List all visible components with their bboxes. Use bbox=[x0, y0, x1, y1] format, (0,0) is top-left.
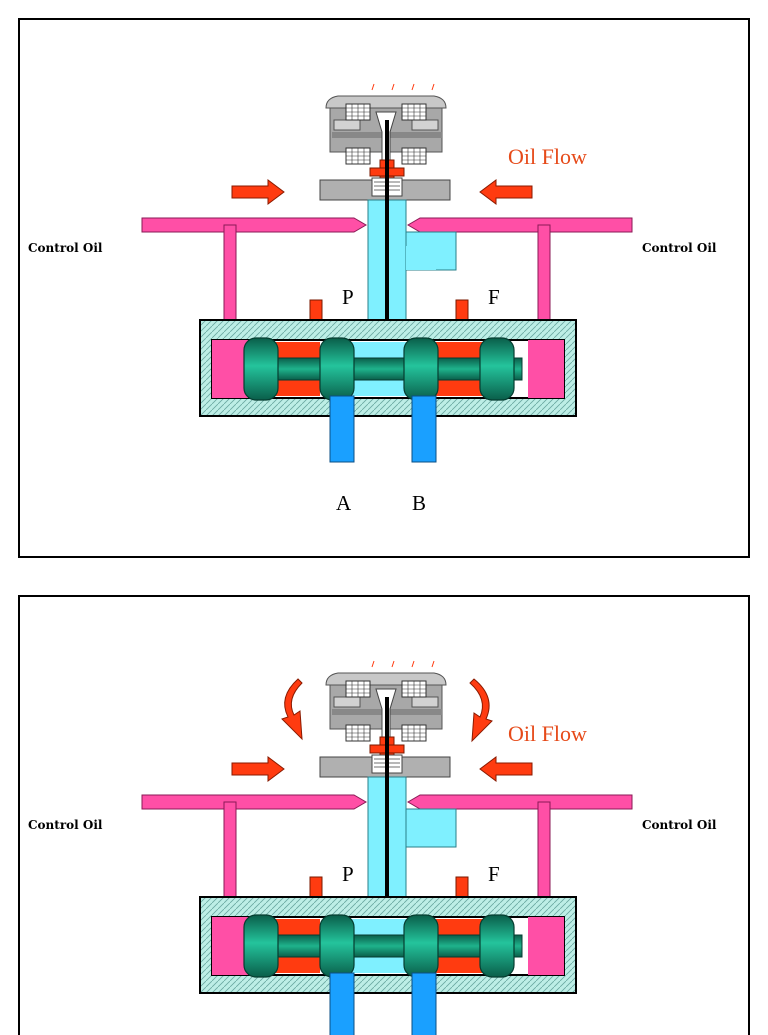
port-r-label: F bbox=[488, 285, 500, 309]
control-oil-label-right: Control Oil bbox=[642, 241, 717, 255]
control-oil-lines bbox=[141, 794, 633, 921]
port-a-line bbox=[329, 395, 355, 463]
servo-valve-diagram-actuated: Oil Flow Control Oil Control Oil P F bbox=[18, 595, 750, 1035]
oil-flow-arrows bbox=[231, 179, 533, 205]
valve-body bbox=[199, 896, 577, 994]
oil-flow-arrows bbox=[231, 756, 533, 782]
port-b-line bbox=[411, 972, 437, 1035]
valve-body bbox=[199, 319, 577, 417]
port-a-label: A bbox=[336, 491, 352, 515]
oil-flow-label: Oil Flow bbox=[508, 721, 587, 746]
oil-flow-label: Oil Flow bbox=[508, 144, 587, 169]
port-b-line bbox=[411, 395, 437, 463]
feedback-rod bbox=[385, 120, 389, 380]
port-b-label: B bbox=[412, 491, 426, 515]
diagram-canvas: Oil Flow Control Oil Control Oil P F bbox=[28, 660, 717, 1035]
servo-valve-diagram-neutral: Oil Flow Control Oil Control Oil P F bbox=[18, 18, 750, 558]
control-oil-lines bbox=[141, 217, 633, 344]
port-p-label: P bbox=[342, 862, 354, 886]
diagram-canvas: Oil Flow Control Oil Control Oil P F bbox=[28, 83, 717, 515]
port-a-line bbox=[329, 972, 355, 1035]
port-p-label: P bbox=[342, 285, 354, 309]
control-oil-label-left: Control Oil bbox=[28, 818, 103, 832]
control-oil-label-right: Control Oil bbox=[642, 818, 717, 832]
port-r-label: F bbox=[488, 862, 500, 886]
rotation-arrows bbox=[281, 678, 493, 743]
feedback-rod bbox=[385, 697, 389, 957]
control-oil-label-left: Control Oil bbox=[28, 241, 103, 255]
